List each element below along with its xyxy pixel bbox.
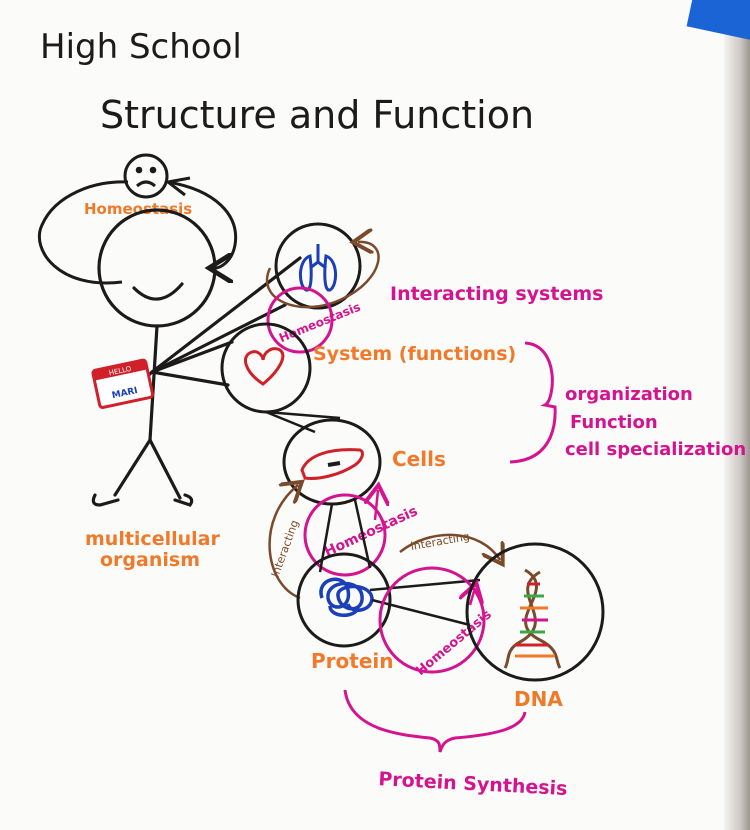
- name-badge: HELLO MARI: [91, 358, 155, 409]
- title-line-1: High School: [40, 27, 242, 67]
- homeostasis-loop-arrowhead-top: [164, 176, 191, 197]
- organization-bracket: [509, 341, 557, 464]
- cell-specialization-label: cell specialization: [565, 439, 746, 460]
- arm-to-lungs-2: [150, 303, 287, 374]
- multicellular-label-line1: multicellular: [85, 528, 220, 550]
- lungs-circle: [274, 222, 362, 310]
- system-functions-label: System (functions): [313, 343, 516, 365]
- right-foot: [173, 493, 194, 507]
- cell-nucleus: [327, 461, 341, 467]
- protein-icon: [319, 577, 374, 617]
- right-leg: [148, 438, 182, 500]
- multicellular-label-line2: organism: [100, 549, 200, 571]
- lungs-icon: [299, 244, 337, 292]
- heart-circle: [220, 322, 312, 414]
- interacting-left-label: Interacting: [269, 518, 302, 579]
- heart-icon: [243, 347, 285, 386]
- sad-face-icon: [123, 153, 169, 199]
- arm-to-heart-2: [150, 370, 230, 387]
- arm-to-lungs-1: [150, 256, 302, 374]
- poster-stack-edge: [724, 0, 750, 830]
- figure-body: [148, 324, 159, 442]
- organization-label: organization: [565, 384, 693, 405]
- protein-synthesis-bracket: [343, 689, 527, 753]
- interacting-left-arrow: [268, 485, 300, 600]
- cell-icon: [300, 448, 364, 480]
- arm-to-heart-1: [150, 340, 234, 374]
- homeostasis-label-head: Homeostasis: [84, 200, 192, 218]
- chart-paper-poster: [0, 0, 728, 830]
- stick-figure: [91, 208, 302, 507]
- function-label: Function: [570, 412, 658, 433]
- interacting-right-arrow: [399, 533, 500, 560]
- interacting-systems-arrow: [265, 242, 380, 309]
- interacting-right-label: interacting: [410, 530, 471, 553]
- cells-label: Cells: [392, 447, 446, 471]
- homeostasis-dna-arrow: [470, 588, 475, 605]
- homeostasis-circle-dna: [378, 566, 486, 674]
- smile: [132, 282, 184, 301]
- protein-label: Protein: [311, 649, 393, 673]
- heart-to-cell-lines: [265, 410, 341, 434]
- homeostasis-circle-systems: [266, 286, 334, 354]
- figure-head: [97, 208, 217, 328]
- homeostasis-circle-cells: [303, 493, 387, 577]
- interacting-systems-label: Interacting systems: [390, 283, 603, 305]
- protein-synthesis-label: Protein Synthesis: [378, 768, 568, 800]
- dna-label: DNA: [514, 687, 563, 711]
- title-line-2: Structure and Function: [100, 93, 534, 137]
- left-foot: [91, 493, 120, 507]
- left-leg: [113, 438, 152, 497]
- homeostasis-cells-arrow: [375, 490, 378, 521]
- homeostasis-label-cells: Homeostasis: [322, 503, 420, 560]
- homeostasis-loop-arrow: [37, 180, 235, 283]
- cells-circle: [282, 418, 382, 506]
- protein-circle: [296, 552, 392, 648]
- dna-helix-icon: [503, 568, 562, 669]
- dna-circle: [465, 542, 605, 682]
